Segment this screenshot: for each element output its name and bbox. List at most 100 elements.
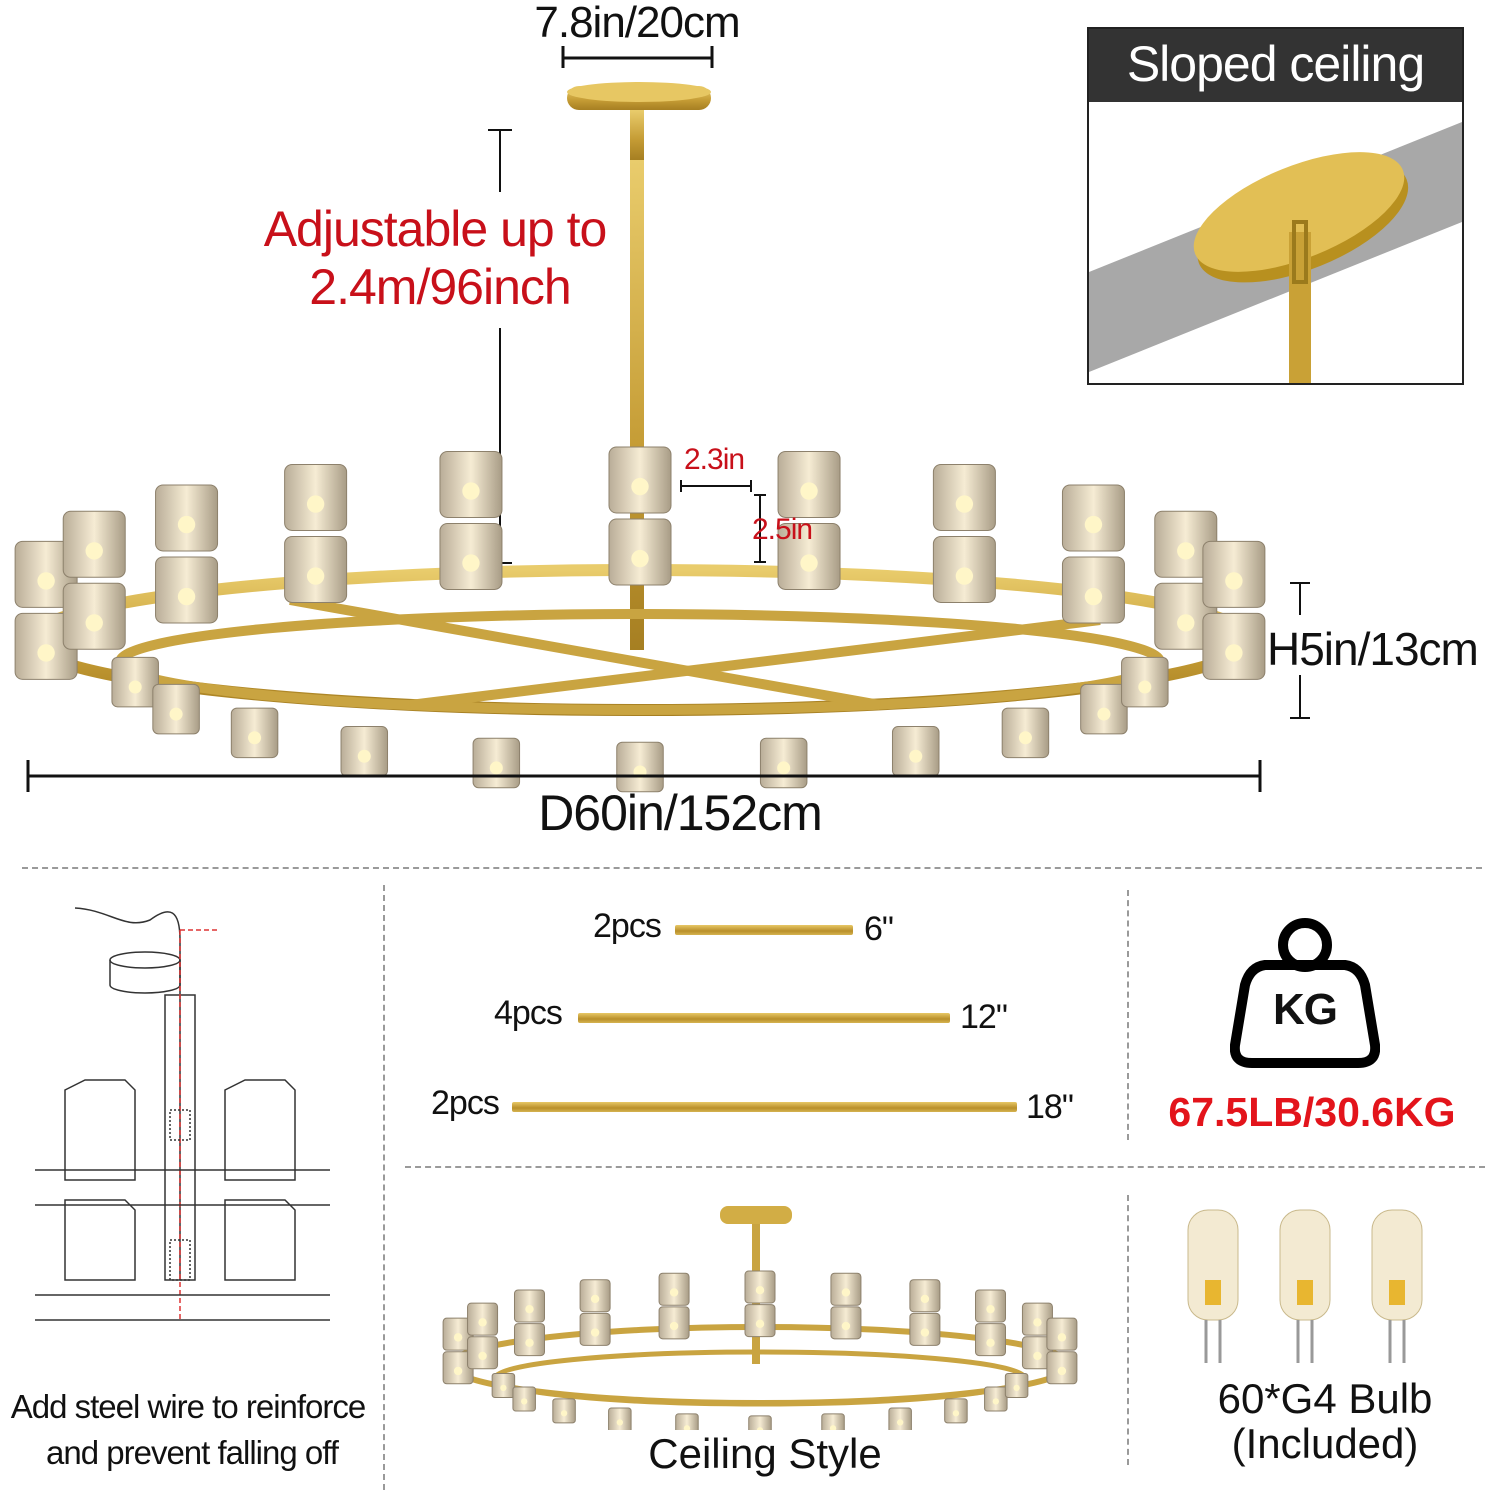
- canopy-width-label: 7.8in/20cm: [534, 0, 740, 47]
- bulb-glow: [841, 1321, 851, 1331]
- bulb-chip: [1389, 1280, 1405, 1305]
- section-divider: [22, 867, 1482, 869]
- height-label: H5in/13cm: [1267, 623, 1479, 675]
- bulb-glow: [525, 1338, 534, 1347]
- sloped-ceiling-panel: Sloped ceiling: [1087, 27, 1464, 385]
- bulb-glow: [1138, 680, 1152, 694]
- bulb-glow: [616, 1419, 623, 1426]
- bulb-glow: [489, 761, 503, 775]
- ceiling-style-illustration: [442, 1206, 1078, 1430]
- installation-diagram: [35, 907, 330, 1321]
- rod-18in: [512, 1102, 1017, 1112]
- bulb-glow: [669, 1288, 679, 1297]
- bulb-glow: [177, 587, 196, 606]
- bulb-glow: [1097, 707, 1111, 721]
- bulb-glow: [85, 614, 103, 632]
- weight-icon-label: KG: [1273, 985, 1338, 1034]
- bulb-glow: [909, 749, 923, 763]
- adjustable-label-line1: Adjustable up to: [263, 201, 608, 257]
- bulb-label-line1: 60*G4 Bulb: [1217, 1375, 1433, 1422]
- bulb-glow: [756, 1427, 764, 1430]
- bulb-glow: [357, 749, 371, 763]
- bulb-glow: [992, 1398, 999, 1405]
- rod-quantity: 2pcs: [431, 1084, 500, 1122]
- rod-length: 6": [864, 910, 894, 948]
- bulb-glow: [1177, 542, 1195, 560]
- bulb-glow: [1084, 587, 1103, 606]
- bulb-glow: [462, 482, 480, 500]
- bulb-glow: [800, 482, 818, 500]
- crystal-shade: [888, 1407, 912, 1430]
- column-divider: [1127, 1195, 1129, 1465]
- bulb-glow: [462, 554, 480, 572]
- bulb-glow: [955, 495, 974, 513]
- bulb-glow: [920, 1294, 930, 1304]
- diameter-dimension-line: [26, 760, 1262, 792]
- column-divider: [383, 885, 385, 1490]
- crystal-shades-small: [442, 1270, 1078, 1430]
- installation-caption-line1: Add steel wire to reinforce: [10, 1388, 367, 1425]
- sloped-ceiling-illustration: [1089, 122, 1462, 383]
- bulb-chip: [1297, 1280, 1313, 1305]
- g4-bulbs-illustration: [1187, 1209, 1423, 1363]
- shade-dimension-lines: [680, 480, 766, 563]
- bulb-glow: [128, 680, 142, 694]
- section-divider: [405, 1166, 1485, 1168]
- bulb-glow: [920, 1328, 930, 1337]
- bulb-glow: [952, 1410, 960, 1417]
- weight-value: 67.5LB/30.6KG: [1168, 1089, 1456, 1135]
- bulb-glow: [169, 707, 183, 721]
- bulb-glow: [37, 644, 55, 662]
- bulb-glow: [453, 1333, 463, 1342]
- bulb-glow: [1018, 731, 1032, 745]
- bulb-glow: [1225, 572, 1243, 590]
- bulb-label-line2: (Included): [1231, 1420, 1419, 1467]
- adjustable-label-line2: 2.4m/96inch: [309, 259, 571, 315]
- bulb-glow: [800, 554, 818, 572]
- bulb-glow: [986, 1338, 995, 1347]
- bulb-glow: [1057, 1333, 1067, 1342]
- column-divider: [1127, 890, 1129, 1140]
- crystal-shade: [821, 1413, 845, 1430]
- bulb-glow: [1225, 644, 1243, 662]
- bulb-glow: [755, 1319, 765, 1328]
- crystal-shade: [675, 1413, 699, 1430]
- bulb-glow: [37, 572, 55, 590]
- rod-6in: [675, 925, 853, 935]
- bulb-glow: [631, 477, 649, 496]
- crystal-shade: [608, 1407, 632, 1430]
- bulb-glow: [777, 761, 791, 775]
- height-dimension-line: [1290, 582, 1310, 719]
- bulb-glow: [590, 1294, 600, 1304]
- g4-bulb: [1371, 1209, 1423, 1321]
- bulb-glow: [755, 1286, 765, 1295]
- bulb-glow: [955, 567, 974, 585]
- bulb-glow: [177, 515, 196, 534]
- rod-length: 18": [1026, 1088, 1074, 1126]
- installation-caption-line2: and prevent falling off: [46, 1434, 339, 1471]
- crystal-shade: [748, 1415, 772, 1430]
- diameter-label: D60in/152cm: [538, 785, 823, 841]
- bulb-glow: [478, 1318, 487, 1327]
- bulb-glow: [560, 1410, 568, 1417]
- bulb-glow: [85, 542, 103, 560]
- shade-width-label: 2.3in: [684, 443, 745, 476]
- bulb-glow: [478, 1351, 487, 1361]
- ceiling-style-label: Ceiling Style: [648, 1430, 882, 1477]
- bulb-glow: [1177, 614, 1195, 632]
- bulb-glow: [683, 1425, 691, 1430]
- bulb-glow: [1033, 1318, 1042, 1327]
- bulb-glow: [500, 1384, 507, 1391]
- bulb-glow: [590, 1328, 600, 1337]
- g4-bulb: [1187, 1209, 1239, 1321]
- bulb-glow: [1057, 1366, 1067, 1376]
- bulb-glow: [841, 1288, 851, 1297]
- canopy-dimension-line: [561, 46, 714, 68]
- rod-quantity: 2pcs: [593, 907, 662, 945]
- chandelier-illustration: [14, 46, 1310, 793]
- bulb-glow: [1013, 1384, 1020, 1391]
- bulb-glow: [525, 1304, 534, 1314]
- bulb-glow: [986, 1304, 995, 1314]
- bulb-glow: [829, 1425, 837, 1430]
